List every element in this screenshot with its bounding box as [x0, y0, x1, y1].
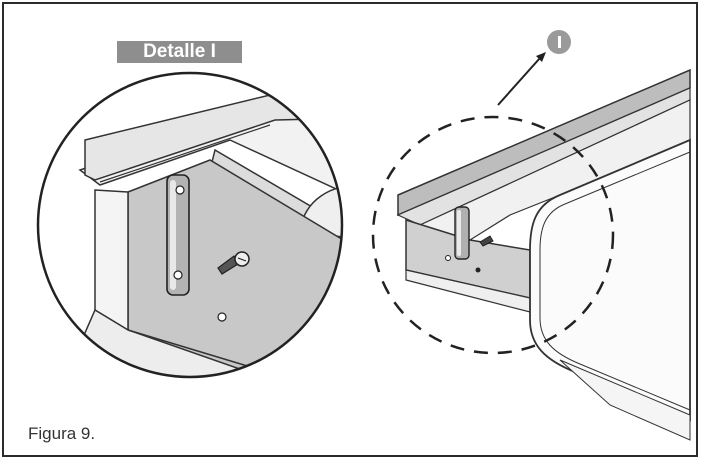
figure-caption: Figura 9. [28, 424, 96, 443]
detail-callout-circle [371, 115, 615, 355]
main-view [396, 68, 691, 441]
detail-label: Detalle I [117, 41, 242, 63]
screw-icon [217, 251, 250, 275]
bracket-icon [166, 174, 190, 296]
detail-view [38, 73, 342, 377]
callout-arrow [497, 57, 541, 106]
callout-marker-icon: I [547, 30, 571, 54]
